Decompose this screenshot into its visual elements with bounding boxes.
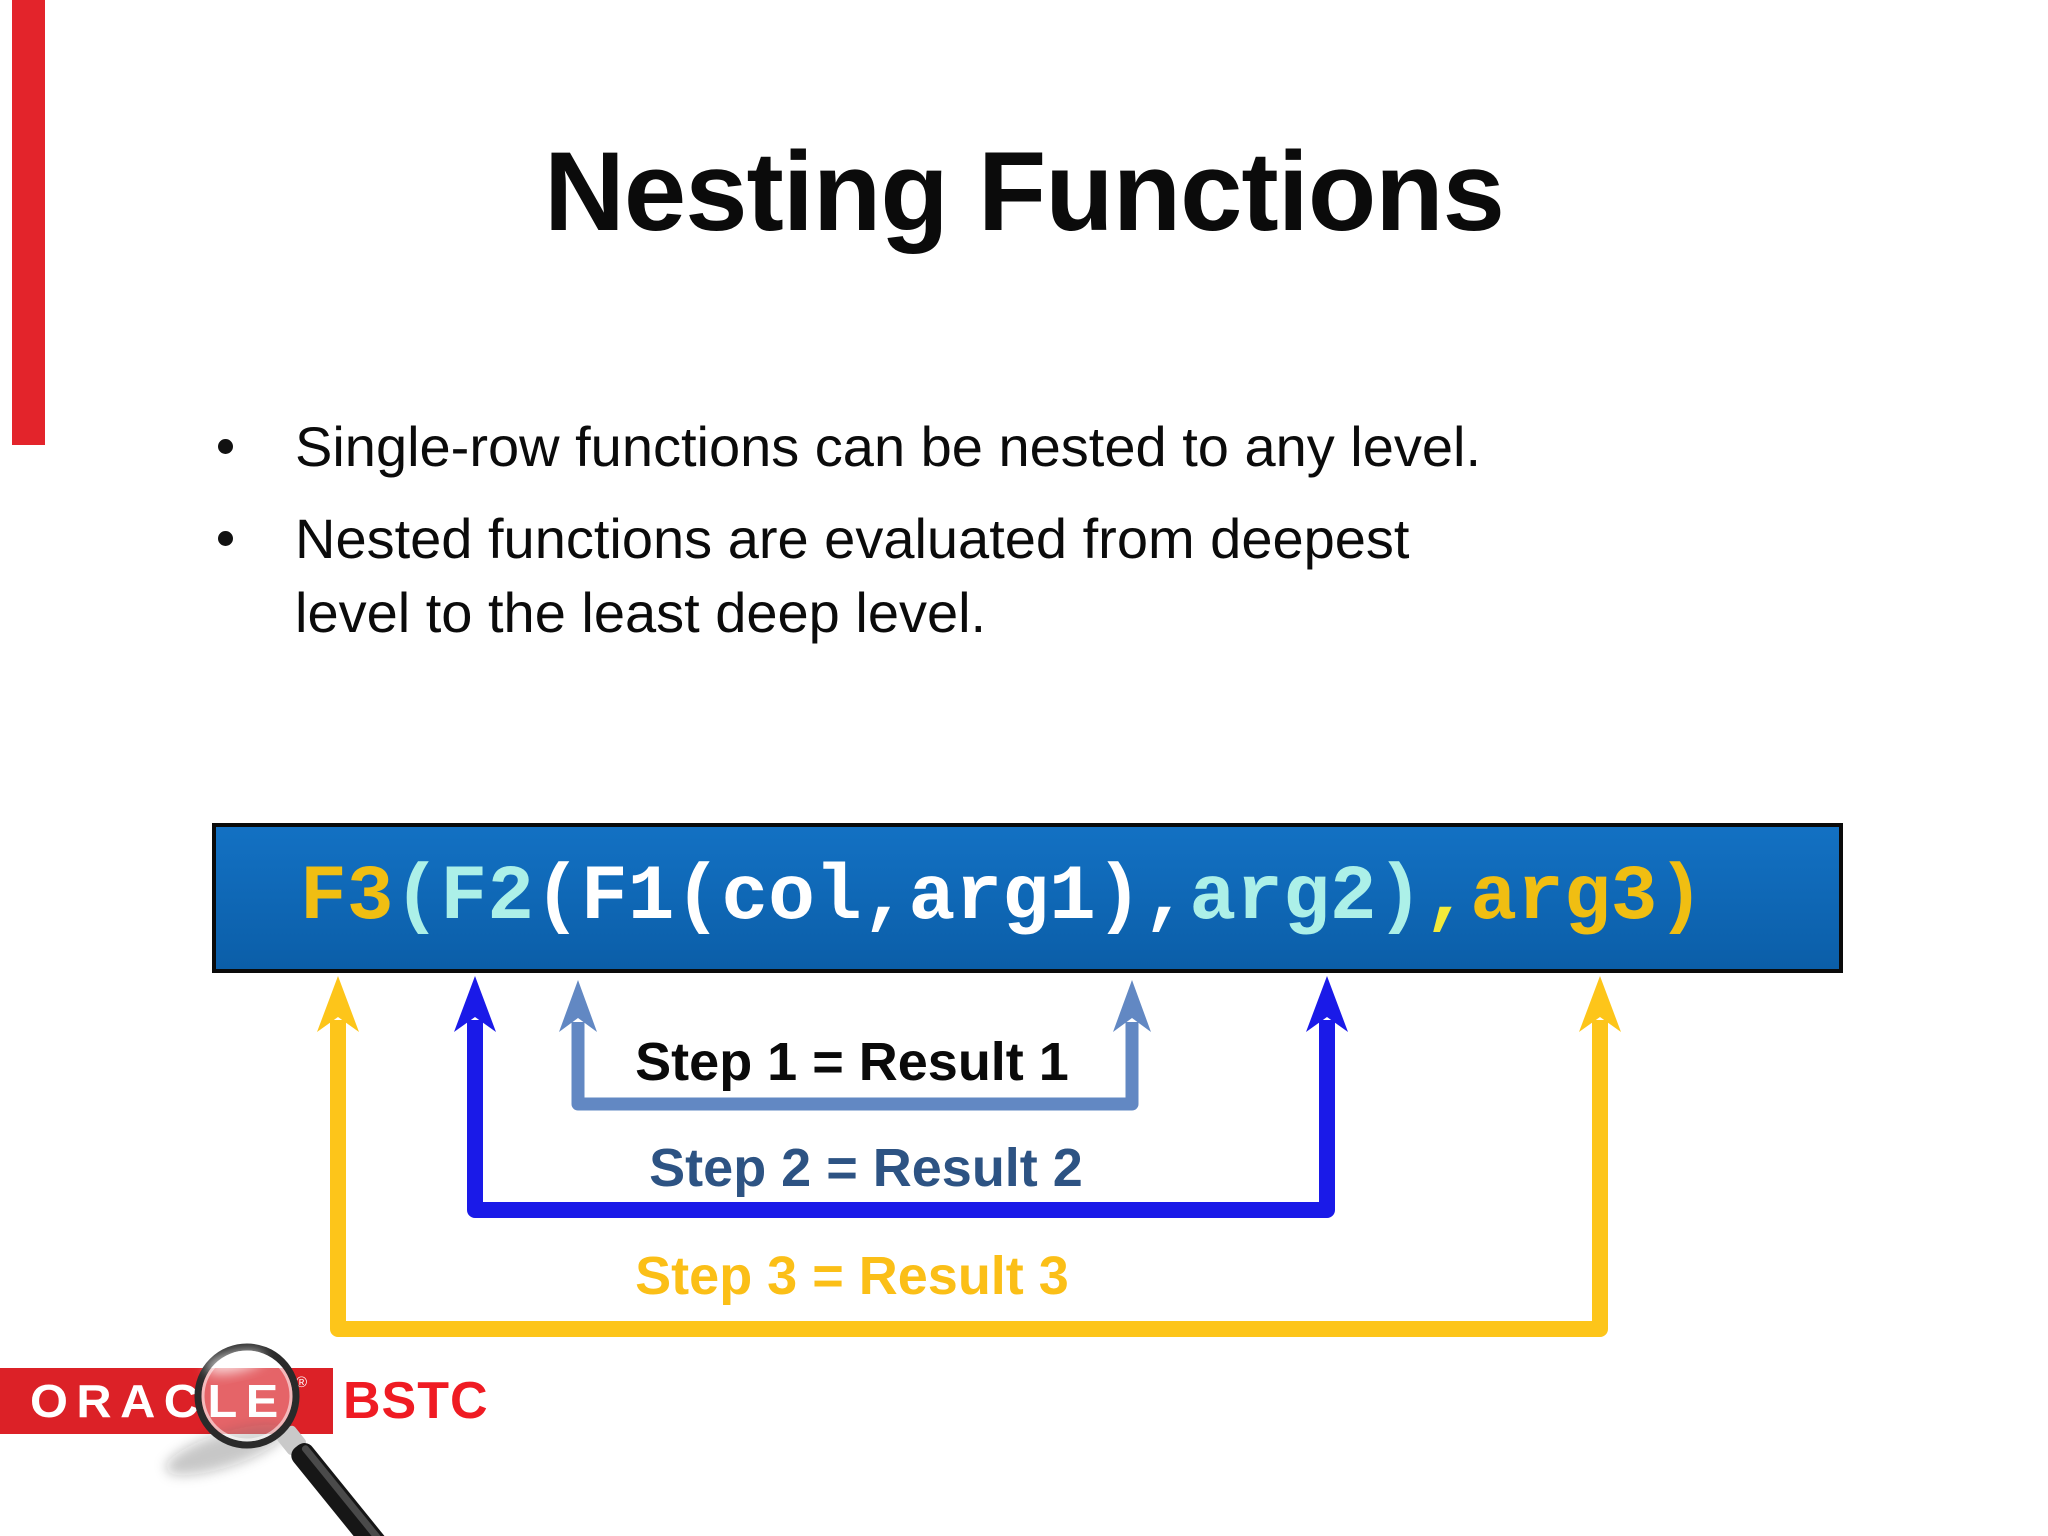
bullet-item: Single-row functions can be nested to an…: [218, 410, 1858, 484]
bracket-step3: [317, 976, 1621, 1337]
arrow-up-icon: [559, 980, 597, 1032]
bullet-list: Single-row functions can be nested to an…: [218, 410, 1858, 668]
arrow-up-icon: [1113, 980, 1151, 1032]
bullet-dot: [218, 531, 233, 546]
step2-label: Step 2 = Result 2: [649, 1138, 1083, 1198]
step1-label: Step 1 = Result 1: [635, 1032, 1069, 1092]
code-seg-comma: ,: [1423, 854, 1471, 942]
arrow-up-icon: [317, 976, 359, 1032]
bstc-label: BSTC: [343, 1372, 489, 1430]
bracket-step2: [454, 976, 1348, 1218]
arrow-up-icon: [1306, 976, 1348, 1032]
bullet-item: Nested functions are evaluated from deep…: [218, 502, 1858, 650]
code-expression: F3(F2(F1(col,arg1),arg2),arg3): [300, 854, 1704, 942]
code-box: F3(F2(F1(col,arg1),arg2),arg3): [212, 823, 1843, 973]
code-seg-f2: (F2: [393, 854, 535, 942]
accent-bar: [12, 0, 45, 445]
code-seg-f3: F3: [300, 854, 394, 942]
slide-title: Nesting Functions: [544, 129, 1505, 254]
code-seg-f1: (F1(col,arg1),: [534, 854, 1190, 942]
bullet-text: Single-row functions can be nested to an…: [295, 415, 1482, 478]
arrow-up-icon: [1579, 976, 1621, 1032]
step3-label: Step 3 = Result 3: [635, 1246, 1069, 1306]
code-seg-arg3: arg3): [1470, 854, 1705, 942]
bracket-step1: [559, 980, 1151, 1111]
oracle-wordmark: ORACLE: [30, 1375, 287, 1427]
bullet-dot: [218, 439, 233, 454]
arrow-up-icon: [454, 976, 496, 1032]
code-seg-arg2: arg2): [1189, 854, 1424, 942]
oracle-logo: ORACLE ®: [0, 1368, 333, 1434]
registered-mark-icon: ®: [296, 1374, 308, 1391]
bullet-text: Nested functions are evaluated from deep…: [295, 507, 1410, 644]
